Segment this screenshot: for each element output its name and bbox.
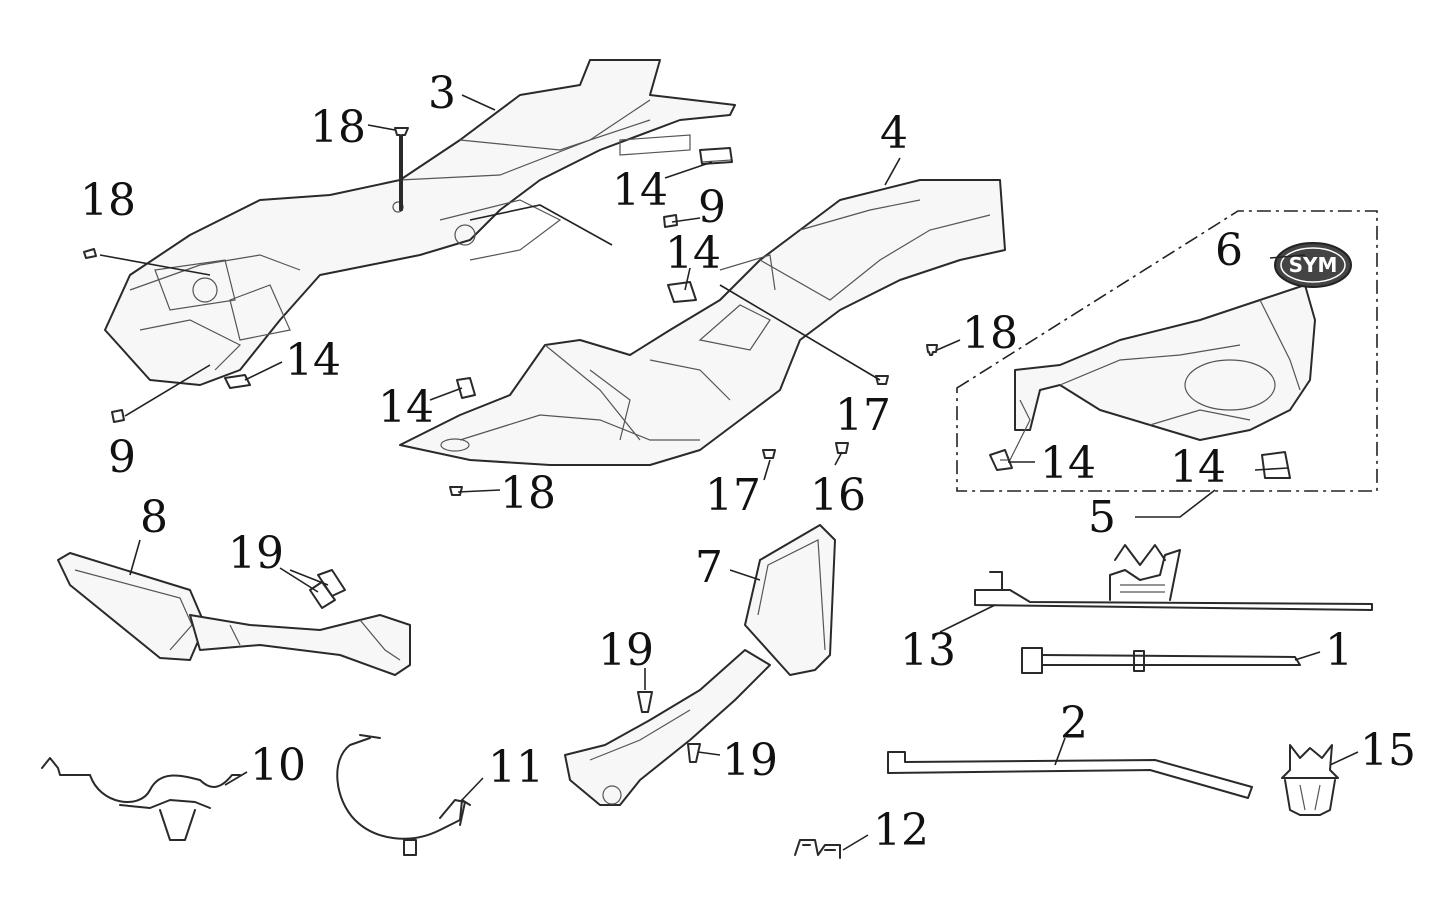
callout-18-bottom: 18 <box>500 468 556 519</box>
bolt-19-c <box>637 691 653 713</box>
callout-9-top: 9 <box>698 182 726 233</box>
part-1-cable-tie <box>1021 647 1301 674</box>
fasteners <box>83 127 1291 763</box>
callout-17-right: 17 <box>835 390 891 441</box>
callout-11: 11 <box>488 742 544 793</box>
part-3-front-cowl <box>104 59 736 386</box>
callout-14-panel-left: 14 <box>1040 438 1096 489</box>
part-5-group-box <box>956 210 1378 492</box>
clip-14d <box>456 377 476 399</box>
sym-logo-text: SYM <box>1289 253 1338 277</box>
part-12-small-clip <box>794 839 841 859</box>
part-7-right-mirror <box>564 524 836 806</box>
screw-18-bottom <box>449 486 463 496</box>
callout-16: 16 <box>810 470 866 521</box>
callout-1: 1 <box>1325 625 1353 676</box>
part-6-sym-emblem: SYM <box>1274 242 1352 288</box>
callout-14-left: 14 <box>285 335 341 386</box>
part-10-wire-clip <box>41 757 241 841</box>
nut-16 <box>835 442 849 454</box>
screw-17-bottom <box>762 449 776 459</box>
clip-14c <box>224 374 251 389</box>
callout-2: 2 <box>1060 698 1088 749</box>
part-15-push-clip <box>1281 744 1339 816</box>
bolt-19-d <box>687 743 701 763</box>
callout-19-left: 19 <box>228 528 284 579</box>
bolt-19-a <box>309 581 336 609</box>
callout-6: 6 <box>1215 225 1243 276</box>
bolt-19-b <box>317 569 346 597</box>
callout-13: 13 <box>900 625 956 676</box>
callout-19-mid: 19 <box>598 625 654 676</box>
part-5-side-panel <box>1000 284 1316 461</box>
screw-18-left <box>83 248 97 259</box>
callout-18-right: 18 <box>962 308 1018 359</box>
callout-8: 8 <box>140 492 168 543</box>
callout-3: 3 <box>428 68 456 119</box>
clip-14a <box>699 147 733 165</box>
callout-14-top: 14 <box>612 165 668 216</box>
callout-14-center: 14 <box>378 382 434 433</box>
callout-9-bottom: 9 <box>108 432 136 483</box>
callout-7: 7 <box>695 542 723 593</box>
screw-9-bottom <box>111 409 125 423</box>
callout-18-left: 18 <box>80 175 136 226</box>
part-2-bar <box>887 751 1253 799</box>
callout-10: 10 <box>250 740 306 791</box>
callout-19-right: 19 <box>722 735 778 786</box>
part-8-left-mirror <box>57 552 411 676</box>
screw-9-top <box>663 214 678 228</box>
callout-12: 12 <box>873 805 929 856</box>
leader-lines <box>99 94 1359 851</box>
clip-14e <box>989 449 1013 471</box>
callout-15: 15 <box>1360 725 1416 776</box>
callout-18-top: 18 <box>310 102 366 153</box>
clip-14f <box>1261 451 1291 479</box>
screw-17-right <box>875 375 889 385</box>
screw-18-top <box>394 127 409 211</box>
callout-14-panel-right: 14 <box>1170 442 1226 493</box>
callout-5: 5 <box>1088 492 1116 543</box>
callout-labels: 3 18 18 14 9 4 14 14 14 9 18 18 17 17 16… <box>80 68 1416 856</box>
callout-14-mid: 14 <box>665 228 721 279</box>
screw-18-right <box>926 344 938 356</box>
part-4-inner-cover <box>399 179 1006 466</box>
part-13-bracket <box>974 544 1373 611</box>
callout-4: 4 <box>880 108 908 159</box>
clip-14b <box>667 281 697 303</box>
callout-17-bottom: 17 <box>705 470 761 521</box>
part-11-hose-clamp <box>336 734 471 856</box>
